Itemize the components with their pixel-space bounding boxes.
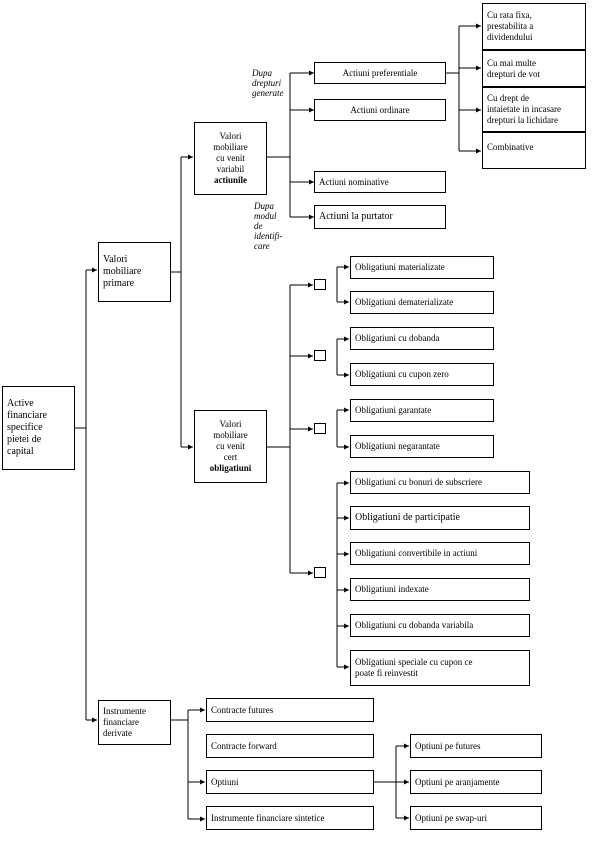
opt-swap: Optiuni pe swap-uri — [410, 806, 542, 830]
pref-lichidare: Cu drept de intaietate in incasare drept… — [482, 87, 586, 132]
pref-combinative: Combinative — [482, 132, 586, 169]
note-drepturi: Dupa drepturi generate — [252, 68, 284, 98]
pref-lichidare-label: Cu drept de intaietate in incasare drept… — [487, 93, 561, 125]
oblig-dematerializate: Obligatiuni dematerializate — [350, 291, 494, 314]
actiuni-purtator-label: Actiuni la purtator — [319, 211, 393, 222]
derivate-box: Instrumente financiare derivate — [98, 700, 171, 745]
oblig-variabila: Obligatiuni cu dobanda variabila — [350, 614, 530, 637]
oblig-garantate: Obligatiuni garantate — [350, 399, 494, 422]
oblig-materializate: Obligatiuni materializate — [350, 256, 494, 279]
opt-swap-label: Optiuni pe swap-uri — [415, 812, 487, 823]
pref-vot-label: Cu mai multe drepturi de vot — [487, 57, 540, 79]
actiuni-purtator: Actiuni la purtator — [314, 205, 446, 229]
primare-label: Valori mobiliare primare — [103, 254, 142, 289]
group-square-2 — [314, 350, 326, 361]
group-square-1 — [314, 279, 326, 290]
note-identificare: Dupa modul de identifi- care — [254, 201, 283, 251]
variabil-label: Valori mobiliare cu venit variabil — [213, 131, 248, 174]
oblig-variabila-label: Obligatiuni cu dobanda variabila — [355, 620, 474, 630]
deriv-forward-label: Contracte forward — [211, 740, 277, 751]
actiuni-ordinare: Actiuni ordinare — [314, 99, 446, 121]
oblig-indexate-label: Obligatiuni indexate — [355, 584, 429, 594]
deriv-futures: Contracte futures — [206, 698, 374, 722]
primare-box: Valori mobiliare primare — [98, 242, 171, 302]
root-label: Active financiare specifice pietei de ca… — [7, 398, 47, 457]
oblig-cupon-zero: Obligatiuni cu cupon zero — [350, 363, 494, 386]
pref-combinative-label: Combinative — [487, 142, 534, 152]
oblig-cupon-zero-label: Obligatiuni cu cupon zero — [355, 369, 449, 379]
actiuni-preferentiale: Actiuni preferentiale — [314, 62, 446, 84]
opt-futures-label: Optiuni pe futures — [415, 740, 481, 751]
opt-aranjamente-label: Optiuni pe aranjamente — [415, 776, 500, 787]
oblig-materializate-label: Obligatiuni materializate — [355, 262, 445, 272]
cert-box: Valori mobiliare cu venit cert obligatiu… — [194, 410, 267, 483]
oblig-negarantate-label: Obligatiuni negarantate — [355, 441, 440, 451]
oblig-bonuri-label: Obligatiuni cu bonuri de subscriere — [355, 477, 482, 487]
variabil-bold-label: actiunile — [214, 175, 247, 185]
oblig-convertibile-label: Obligatiuni convertibile in actiuni — [355, 548, 478, 558]
cert-label: Valori mobiliare cu venit cert — [213, 419, 248, 462]
deriv-sintetice-label: Instrumente financiare sintetice — [211, 812, 325, 823]
oblig-speciale: Obligatiuni speciale cu cupon ce poate f… — [350, 650, 530, 686]
pref-rata-fixa: Cu rata fixa, prestabilita a dividendulu… — [482, 3, 586, 50]
group-square-3 — [314, 423, 326, 434]
oblig-dematerializate-label: Obligatiuni dematerializate — [355, 297, 454, 307]
oblig-dobanda-label: Obligatiuni cu dobanda — [355, 333, 440, 343]
pref-vot: Cu mai multe drepturi de vot — [482, 50, 586, 87]
oblig-participatie-label: Obligatiuni de participatie — [355, 512, 460, 523]
root-box: Active financiare specifice pietei de ca… — [2, 386, 75, 470]
deriv-optiuni: Optiuni — [206, 770, 374, 794]
actiuni-nominative: Actiuni nominative — [314, 171, 446, 193]
deriv-optiuni-label: Optiuni — [211, 776, 239, 787]
oblig-participatie: Obligatiuni de participatie — [350, 506, 530, 530]
derivate-label: Instrumente financiare derivate — [103, 706, 146, 738]
oblig-negarantate: Obligatiuni negarantate — [350, 435, 494, 458]
actiuni-preferentiale-label: Actiuni preferentiale — [342, 67, 418, 78]
group-square-4 — [314, 567, 326, 578]
actiuni-ordinare-label: Actiuni ordinare — [350, 104, 410, 115]
variabil-box: Valori mobiliare cu venit variabil actiu… — [194, 122, 267, 195]
oblig-speciale-label: Obligatiuni speciale cu cupon ce poate f… — [355, 657, 473, 678]
oblig-dobanda: Obligatiuni cu dobanda — [350, 327, 494, 350]
deriv-futures-label: Contracte futures — [211, 704, 274, 715]
pref-rata-fixa-label: Cu rata fixa, prestabilita a dividendulu… — [487, 10, 534, 42]
oblig-convertibile: Obligatiuni convertibile in actiuni — [350, 542, 530, 565]
deriv-sintetice: Instrumente financiare sintetice — [206, 806, 374, 830]
actiuni-nominative-label: Actiuni nominative — [319, 176, 389, 187]
oblig-bonuri: Obligatiuni cu bonuri de subscriere — [350, 471, 530, 494]
cert-bold-label: obligatiuni — [209, 463, 252, 473]
opt-aranjamente: Optiuni pe aranjamente — [410, 770, 542, 794]
opt-futures: Optiuni pe futures — [410, 734, 542, 758]
deriv-forward: Contracte forward — [206, 734, 374, 758]
oblig-indexate: Obligatiuni indexate — [350, 578, 530, 601]
oblig-garantate-label: Obligatiuni garantate — [355, 405, 432, 415]
